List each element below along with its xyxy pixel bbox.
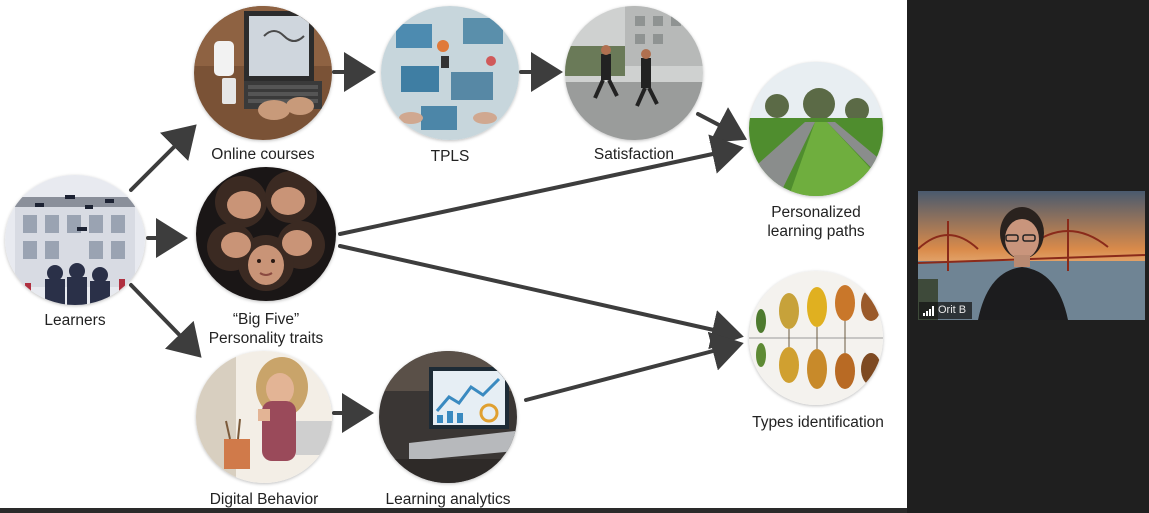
signal-strength-icon <box>923 305 934 316</box>
big-five-image <box>196 167 336 301</box>
online-courses-label: Online courses <box>211 146 315 163</box>
satisfaction-label: Satisfaction <box>593 146 675 163</box>
participant-name-tag: Orit B <box>919 302 973 319</box>
arrow-learning-analytics-types <box>524 331 744 402</box>
satisfaction-image <box>565 6 703 140</box>
presentation-slide: Learners Online courses <box>0 0 907 511</box>
big-five-label-line1: “Big Five” <box>232 311 300 328</box>
personalized-paths-label-line1: Personalized <box>771 204 861 221</box>
types-identification-label: Types identification <box>752 414 884 431</box>
learners-image <box>5 175 145 305</box>
tpls-label: TPLS <box>430 148 470 165</box>
tpls-image <box>381 6 519 140</box>
participant-video-frame <box>918 191 1145 320</box>
digital-behavior-label: Digital Behavior <box>209 491 319 508</box>
arrow-learners-digital-behavior <box>129 283 202 358</box>
slide-bottom-edge <box>0 508 907 513</box>
arrow-learners-online-courses <box>129 124 197 192</box>
arrow-big-five-types <box>338 244 744 350</box>
personalized-paths-image <box>749 62 883 196</box>
participant-name: Orit B <box>938 304 967 316</box>
flow-arrows <box>129 52 748 433</box>
digital-behavior-image <box>196 351 332 483</box>
learning-analytics-image <box>379 351 517 483</box>
arrow-satisfaction-personalized <box>696 107 748 143</box>
personalized-paths-label-line2: learning paths <box>767 223 865 240</box>
personalized-paths-label: Personalized learning paths <box>746 203 886 241</box>
big-five-label-line2: Personality traits <box>208 330 324 347</box>
online-courses-image <box>194 6 332 140</box>
arrow-big-five-personalized <box>338 134 744 236</box>
participant-video-tile[interactable]: Orit B <box>918 191 1145 320</box>
learning-analytics-label: Learning analytics <box>385 491 511 508</box>
big-five-label: “Big Five” Personality traits <box>186 310 346 348</box>
learners-label: Learners <box>44 312 106 329</box>
types-identification-image <box>749 271 883 405</box>
